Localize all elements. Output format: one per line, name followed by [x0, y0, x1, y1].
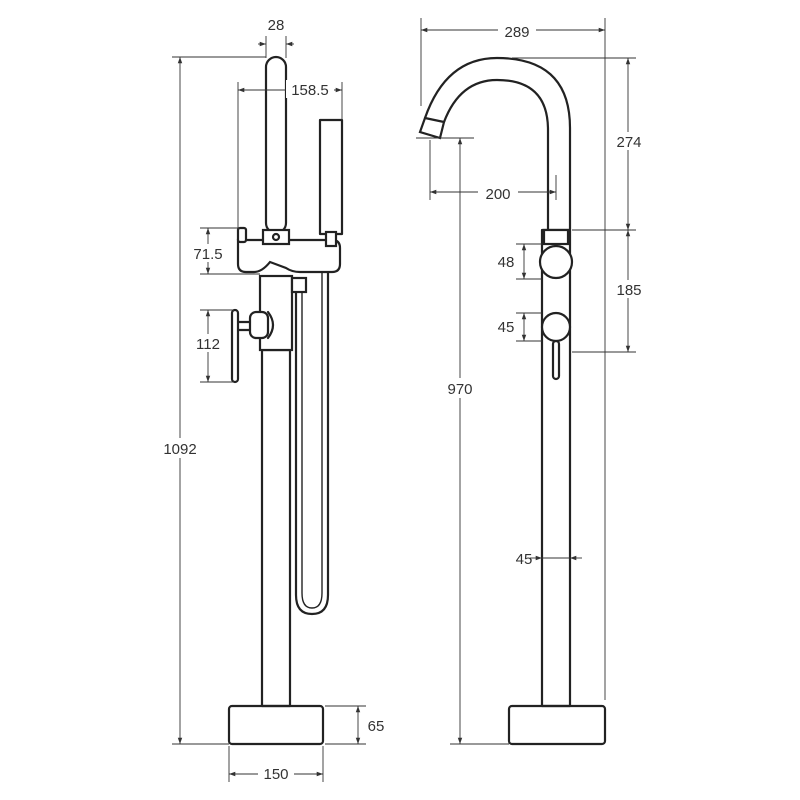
dim-base-height: 65 — [368, 718, 385, 735]
dim-handset-width: 28 — [268, 17, 285, 34]
left-floor-base — [227, 704, 325, 746]
handshower-connector — [324, 230, 338, 248]
left-view: 28 158.5 71.5 112 1092 65 — [158, 17, 384, 783]
hose — [294, 244, 330, 616]
dim-upper-handle-height: 48 — [498, 254, 515, 271]
spout-inner — [442, 78, 550, 232]
lower-handle-lever — [551, 339, 561, 381]
dim-handle-spacing: 185 — [616, 282, 641, 299]
spout-outer — [423, 56, 572, 232]
dim-spout-height: 274 — [616, 134, 641, 151]
right-floor-base — [507, 704, 607, 746]
dim-column-diameter: 45 — [516, 551, 533, 568]
right-main-column — [540, 228, 572, 708]
lever-mount — [248, 310, 270, 340]
dim-spout-outlet-height: 970 — [447, 381, 472, 398]
dim-spout-reach: 200 — [485, 186, 510, 203]
lever-arm — [236, 320, 252, 332]
spout-outlet — [418, 116, 446, 140]
handset-holder-screw — [271, 232, 281, 242]
lever-handle — [230, 308, 240, 384]
dim-overall-height: 1092 — [163, 441, 196, 458]
mixer-body — [236, 238, 342, 274]
upper-handle-collar — [542, 228, 570, 246]
lower-handle — [540, 311, 572, 343]
dim-lower-handle-height: 45 — [498, 319, 515, 336]
left-main-column — [260, 348, 292, 708]
dim-mixer-height: 71.5 — [193, 246, 222, 263]
handset-wand — [264, 55, 288, 235]
hose-nut — [290, 276, 308, 294]
dim-overall-projection: 289 — [504, 24, 529, 41]
diverter-knob — [236, 226, 248, 244]
lever-cap — [266, 310, 275, 340]
handset-holder — [261, 228, 291, 246]
dim-lever-height: 112 — [196, 336, 220, 353]
hose-inner — [301, 247, 323, 609]
dim-base-width: 150 — [263, 766, 288, 783]
upper-handle — [538, 244, 574, 280]
handshower-head — [318, 118, 344, 236]
dim-handset-offset: 158.5 — [291, 82, 329, 99]
right-view: 289 274 200 48 185 45 970 — [416, 18, 648, 746]
